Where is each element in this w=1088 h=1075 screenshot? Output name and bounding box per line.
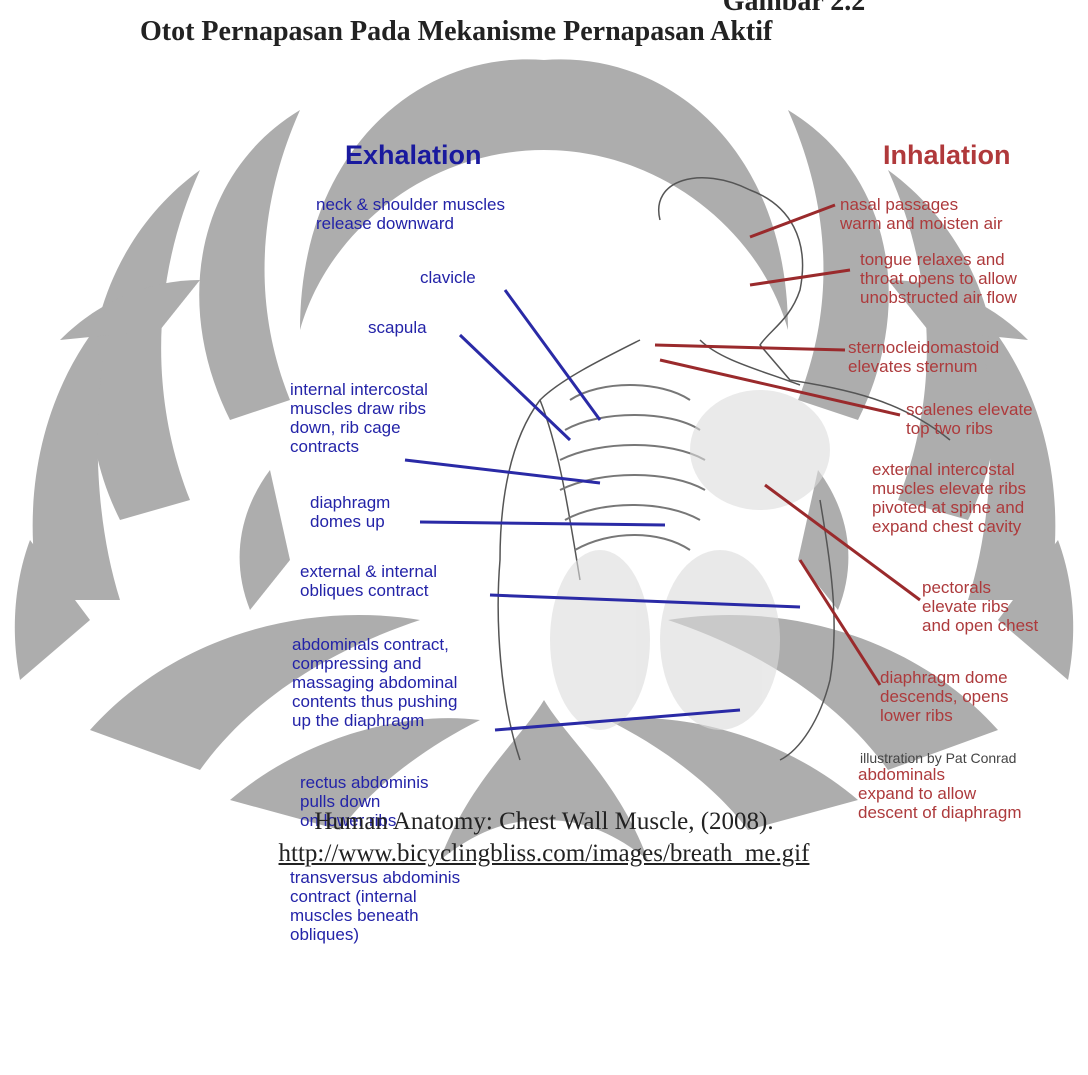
label-nasal-passages: nasal passages warm and moisten air <box>840 195 1003 233</box>
label-internal-intercostal: internal intercostal muscles draw ribs d… <box>290 380 428 456</box>
label-transversus-abdominis: transversus abdominis contract (internal… <box>290 868 460 944</box>
label-tongue-throat: tongue relaxes and throat opens to allow… <box>860 250 1017 307</box>
label-sternocleidomastoid: sternocleidomastoid elevates sternum <box>848 338 999 376</box>
reference-link[interactable]: http://www.bicyclingbliss.com/images/bre… <box>0 840 1088 868</box>
inhalation-heading: Inhalation <box>883 140 1011 171</box>
label-pectorals: pectorals elevate ribs and open chest <box>922 578 1038 635</box>
label-neck-shoulder: neck & shoulder muscles release downward <box>316 195 505 233</box>
illustration-credit: illustration by Pat Conrad <box>860 750 1016 766</box>
label-diaphragm-domes: diaphragm domes up <box>310 493 390 531</box>
label-scalenes: scalenes elevate top two ribs <box>906 400 1033 438</box>
label-diaphragm-descends: diaphragm dome descends, opens lower rib… <box>880 668 1009 725</box>
label-external-intercostal: external intercostal muscles elevate rib… <box>872 460 1026 536</box>
reference-citation: Human Anatomy: Chest Wall Muscle, (2008)… <box>0 808 1088 836</box>
exhalation-heading: Exhalation <box>345 140 482 171</box>
label-scapula: scapula <box>368 318 427 337</box>
label-abdominals-contract: abdominals contract, compressing and mas… <box>292 635 457 730</box>
label-clavicle: clavicle <box>420 268 476 287</box>
label-obliques: external & internal obliques contract <box>300 562 437 600</box>
muscle-shading <box>550 390 830 730</box>
